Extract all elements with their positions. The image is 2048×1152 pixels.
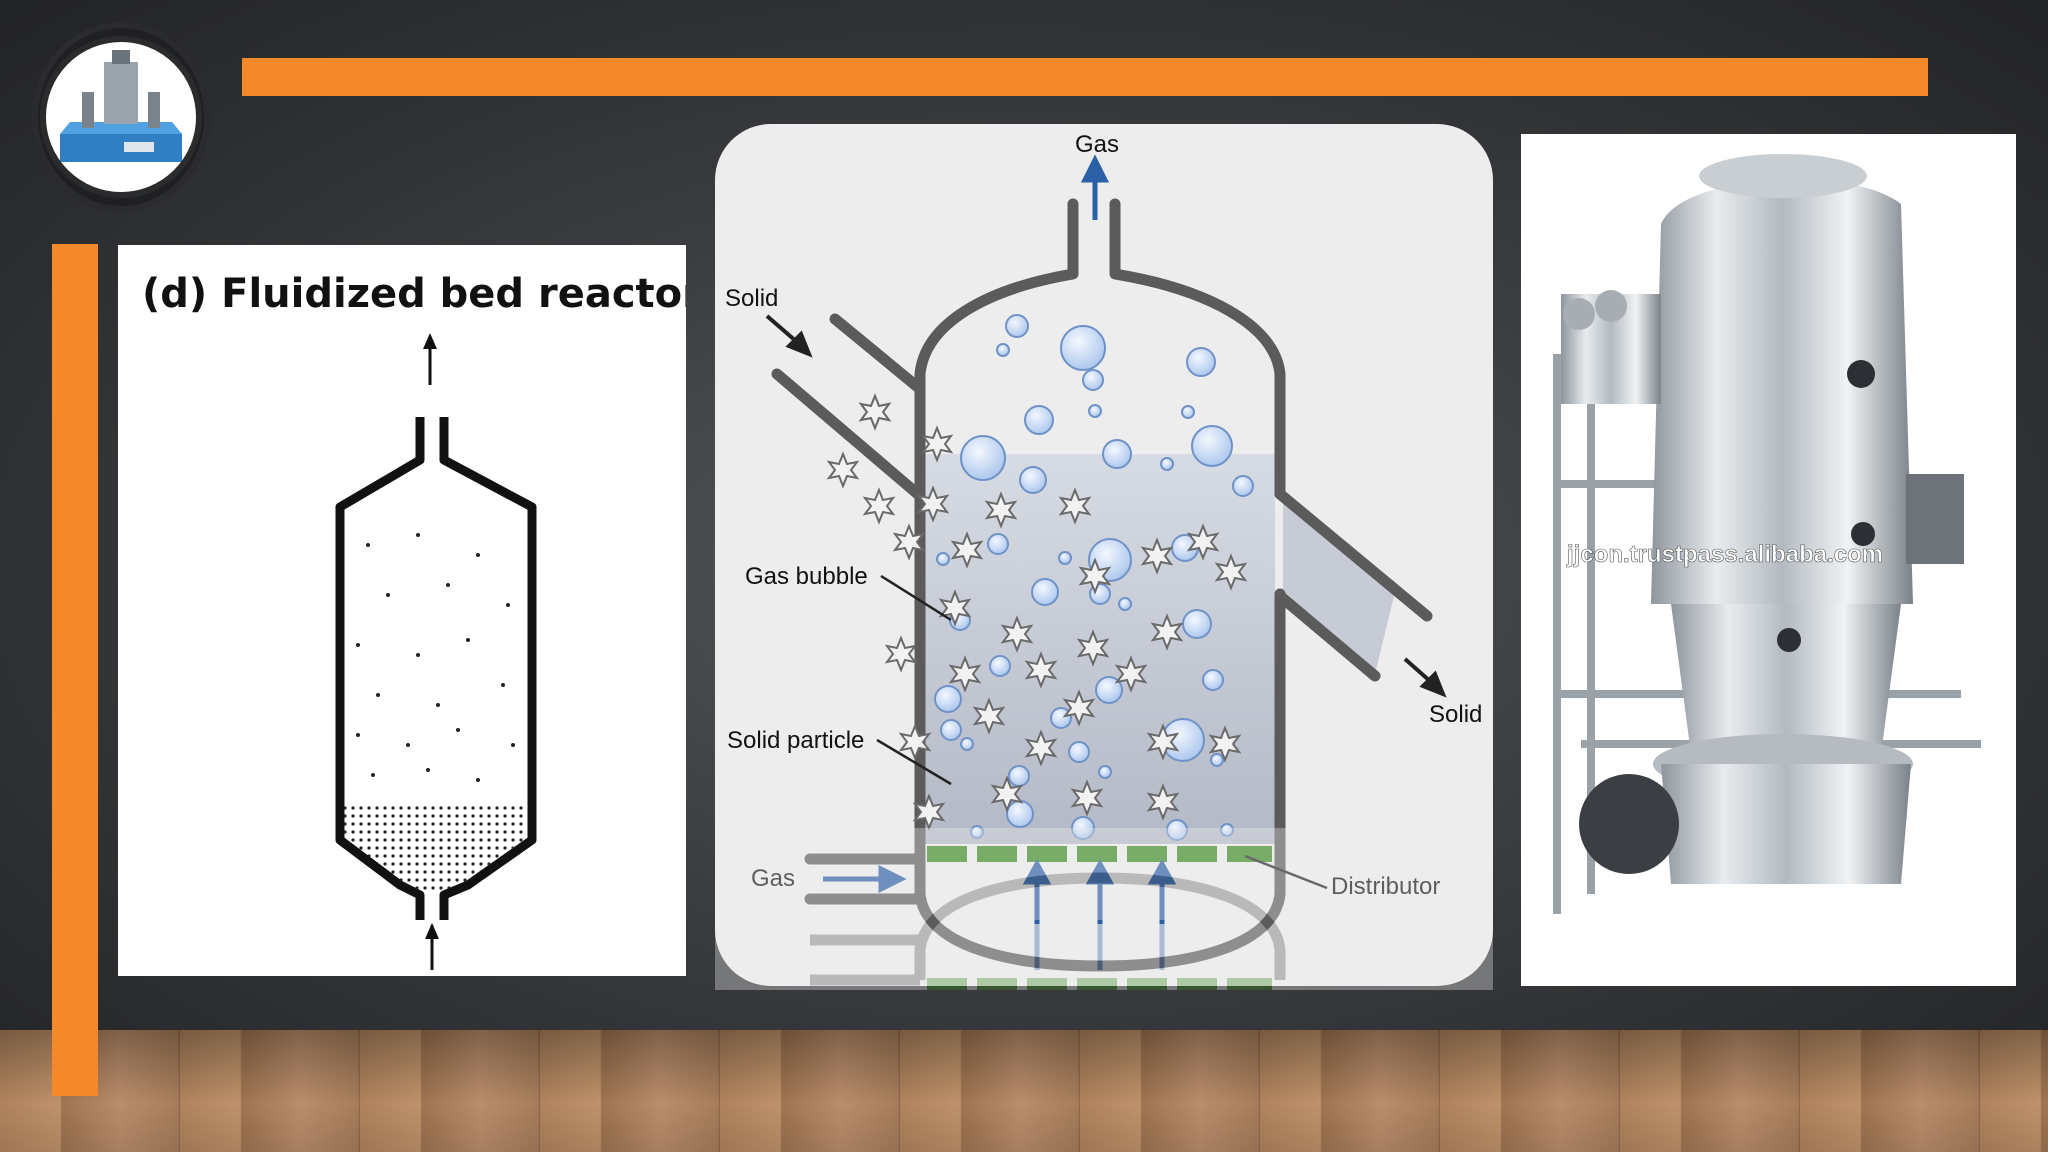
distributor-plate: [927, 846, 1272, 862]
fluidized-bed-diagram-panel: Gas Solid Gas bubble Solid particle Gas …: [715, 124, 1493, 986]
fluid-bed-dryer-photo: jjcon.trustpass.alibaba.com: [1553, 154, 1981, 914]
arrow-up-icon: [423, 333, 437, 349]
fluidized-bed-diagram: Gas Solid Gas bubble Solid particle Gas …: [725, 131, 1482, 972]
label-solid-inlet: Solid: [725, 285, 778, 312]
fluidized-bed-sketch: (d) Fluidized bed reactor: [142, 271, 702, 970]
arrow-right-icon: [878, 864, 907, 894]
wood-floor: [0, 1030, 2048, 1152]
panel-reflection: [715, 828, 1493, 990]
gas-inflow-arrows: [823, 154, 1177, 924]
equipment-photo-panel: jjcon.trustpass.alibaba.com: [1521, 134, 2016, 986]
equipment-logo-icon: [32, 22, 210, 212]
label-distributor: Distributor: [1331, 873, 1440, 900]
fluidized-bed-sketch-panel: (d) Fluidized bed reactor: [118, 245, 702, 976]
side-accent-bar: [52, 244, 98, 1096]
photo-watermark: jjcon.trustpass.alibaba.com: [1566, 541, 1883, 568]
arrow-up-icon: [1080, 154, 1110, 183]
left-panel-title: (d) Fluidized bed reactor: [142, 271, 686, 317]
gas-bubbles: [934, 314, 1254, 841]
label-solid-particle: Solid particle: [727, 727, 864, 754]
label-solid-outlet: Solid: [1429, 701, 1482, 728]
floor-shade: [0, 1030, 2048, 1152]
label-gas-bubble: Gas bubble: [745, 563, 868, 590]
solid-particles: [828, 393, 1246, 829]
top-accent-bar: [242, 58, 1928, 96]
label-gas-outlet: Gas: [1075, 131, 1119, 158]
label-gas-inlet: Gas: [751, 865, 795, 892]
